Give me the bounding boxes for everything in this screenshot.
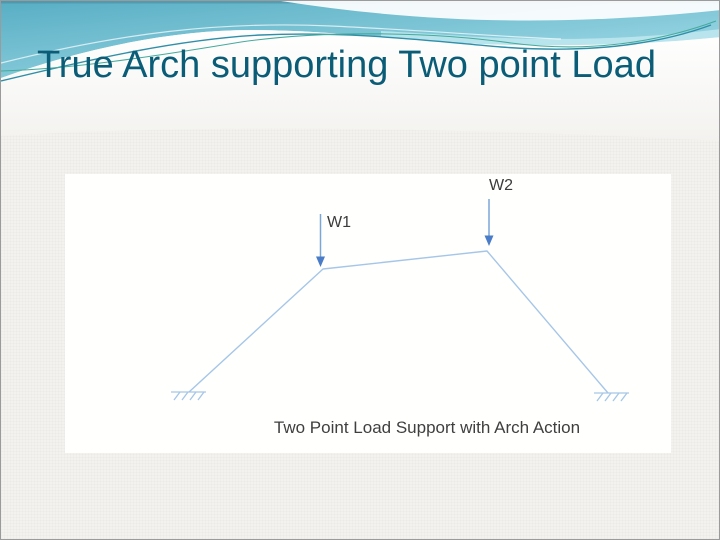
arch-structure-drawing: [171, 199, 629, 402]
right-support-ground-icon: [594, 392, 629, 402]
left-support-ground-icon: [171, 391, 206, 401]
diagram-panel: W1 W2 Two Point Load Support with Arch A…: [65, 174, 671, 453]
wave-white-stripe: [281, 1, 719, 21]
load-label-w2: W2: [489, 177, 513, 194]
diagram-caption: Two Point Load Support with Arch Action: [273, 418, 581, 437]
slide-title: True Arch supporting Two point Load: [37, 44, 656, 86]
load-arrow-w1: [316, 214, 325, 267]
wave-top-edge: [1, 1, 719, 4]
load-arrow-w2: [484, 199, 494, 246]
arch-members: [188, 250, 609, 394]
load-label-w1: W1: [327, 214, 351, 231]
